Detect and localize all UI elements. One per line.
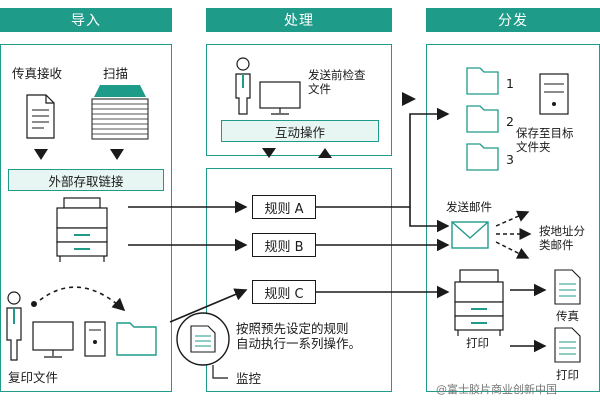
rule-c-box: 规则 C — [252, 280, 316, 304]
watermark: @富士胶片商业创新中国 — [436, 383, 557, 396]
header-distribute: 分发 — [426, 8, 600, 32]
folder-icon — [466, 67, 499, 95]
dashed-arrow — [39, 286, 126, 312]
rule-a-box: 规则 A — [252, 195, 316, 219]
header-process: 处理 — [206, 8, 392, 32]
envelope-icon — [451, 221, 489, 249]
fax-document-icon — [26, 94, 55, 139]
folder-3-label: 3 — [506, 152, 514, 167]
arrow-down-icon — [262, 148, 276, 158]
print-label: 打印 — [466, 336, 489, 350]
multifunction-printer-icon — [56, 197, 108, 262]
check-before-send-label: 发送前检查 文件 — [308, 68, 366, 96]
arrow-down-icon — [34, 149, 48, 160]
rule-b-box: 规则 B — [252, 233, 316, 257]
folder-1-label: 1 — [506, 76, 514, 91]
arrow-down-icon — [110, 149, 124, 160]
folder-icon — [466, 143, 499, 171]
scan-label: 扫描 — [103, 66, 129, 81]
monitor-icon — [259, 81, 301, 115]
fax-receive-label: 传真接收 — [12, 66, 63, 81]
print-output-label: 打印 — [556, 368, 579, 382]
folder-icon — [466, 105, 499, 133]
arrow-up-icon — [318, 148, 332, 158]
folder-icon — [116, 322, 157, 356]
person-icon — [6, 291, 22, 361]
save-to-folder-label: 保存至目标 文件夹 — [516, 126, 574, 154]
fax-document-icon — [554, 269, 581, 305]
print-document-icon — [554, 327, 581, 363]
auto-execute-description: 按照预先设定的规则 自动执行一系列操作。 — [236, 321, 362, 351]
multifunction-printer-icon — [454, 269, 504, 336]
copy-file-label: 复印文件 — [8, 370, 59, 385]
send-email-label: 发送邮件 — [446, 200, 492, 214]
pc-tower-icon — [84, 321, 106, 357]
interactive-operation-box: 互动操作 — [221, 120, 379, 142]
monitor-magnifier-icon — [176, 312, 230, 379]
folder-2-label: 2 — [506, 114, 514, 129]
server-icon — [539, 73, 569, 115]
monitor-icon — [32, 321, 74, 358]
header-import: 导入 — [0, 8, 172, 32]
external-link-box: 外部存取链接 — [8, 169, 164, 191]
person-icon — [235, 57, 251, 115]
fax-output-label: 传真 — [556, 309, 579, 323]
scan-paper-stack-icon — [91, 85, 149, 140]
monitor-label: 监控 — [236, 371, 262, 386]
sort-by-address-label: 按地址分 类邮件 — [539, 224, 585, 252]
